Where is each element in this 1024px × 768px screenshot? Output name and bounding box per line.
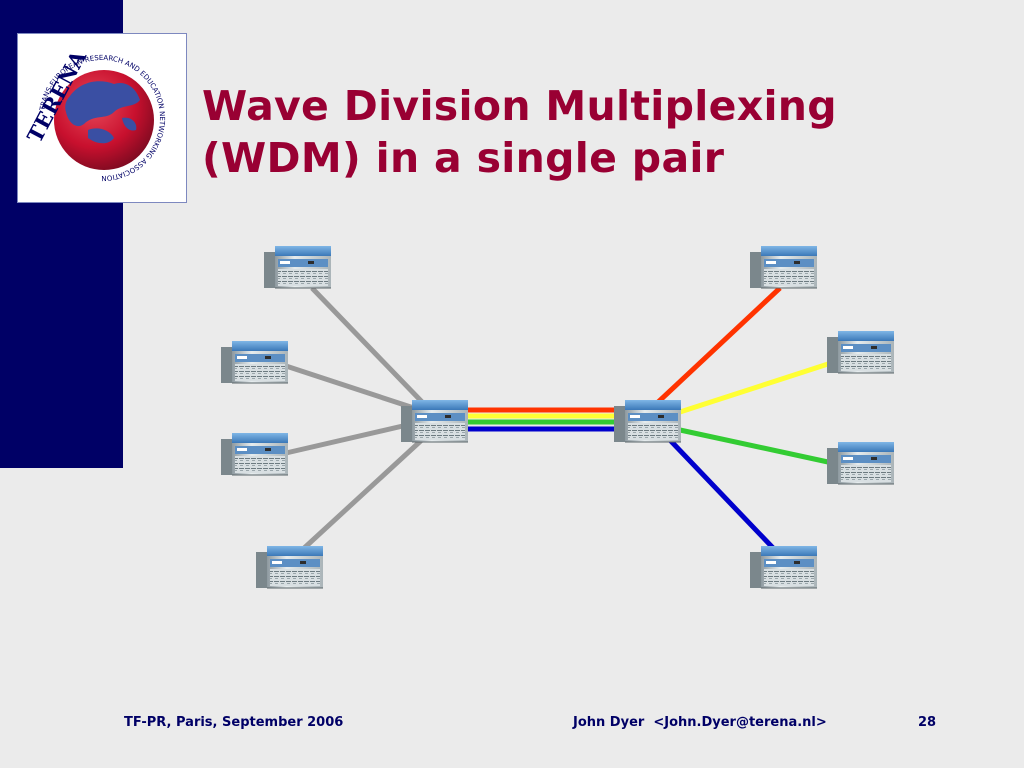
router-left-2-icon [220, 340, 289, 384]
grey-link-4 [300, 435, 427, 552]
grey-link-2 [285, 363, 421, 413]
router-left-4-icon [255, 545, 324, 589]
wdm-trunk [466, 407, 616, 432]
link-red [653, 286, 782, 407]
router-right-3-icon [826, 441, 895, 485]
link-green [679, 427, 829, 465]
grey-link-3 [285, 419, 421, 456]
footer-event: TF-PR, Paris, September 2006 [124, 715, 344, 730]
grey-link-1 [310, 286, 427, 407]
logo-globe-icon: TRANS-EUROPEAN RESEARCH AND EDUCATION NE… [22, 46, 166, 183]
router-right-2-icon [826, 330, 895, 374]
footer-author: John Dyer <John.Dyer@terena.nl> [573, 715, 827, 730]
router-left-1-icon [263, 245, 332, 289]
mux-right-router-icon [613, 399, 682, 443]
link-yellow [679, 361, 829, 415]
slide-title: Wave Division Multiplexing (WDM) in a si… [202, 80, 1002, 184]
terena-logo: TRANS-EUROPEAN RESEARCH AND EDUCATION NE… [17, 33, 187, 203]
title-line-1: Wave Division Multiplexing [202, 82, 837, 130]
router-left-3-icon [220, 432, 289, 476]
right-colour-links [653, 286, 829, 552]
router-right-4-icon [749, 545, 818, 589]
footer-page-number: 28 [918, 715, 937, 730]
left-grey-links [285, 286, 427, 552]
title-line-2: (WDM) in a single pair [202, 134, 725, 182]
link-blue [666, 436, 777, 552]
router-right-1-icon [749, 245, 818, 289]
mux-left-router-icon [400, 399, 469, 443]
